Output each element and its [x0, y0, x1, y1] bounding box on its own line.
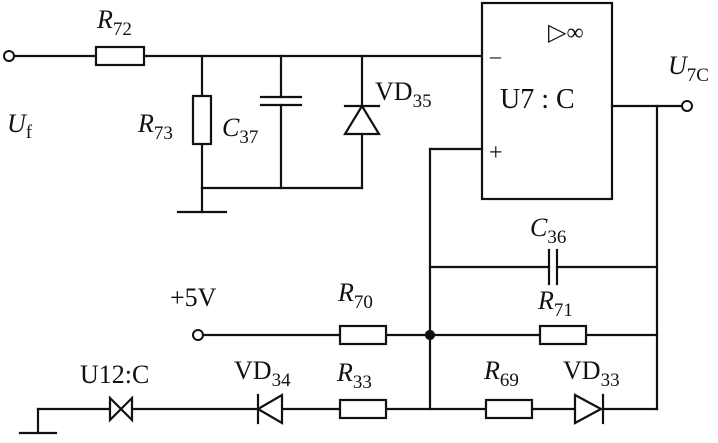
- input-terminal: [3, 50, 15, 62]
- output-wire: [610, 104, 684, 411]
- capacitor-c37: [259, 54, 303, 190]
- label-r72: R72: [96, 5, 132, 40]
- switch-u12: [108, 395, 134, 423]
- label-u7c: U7C: [668, 51, 709, 86]
- ground-symbol: [176, 186, 364, 214]
- label-vd34: VD34: [234, 356, 291, 391]
- opamp-symbol: ▷∞: [548, 20, 584, 46]
- resistor-r73: [191, 94, 213, 146]
- label-r70: R70: [337, 278, 373, 313]
- inverting-input-sign: –: [489, 43, 502, 68]
- noninverting-input-sign: +: [489, 140, 503, 166]
- label-vd33: VD33: [563, 356, 620, 391]
- label-r71: R71: [537, 286, 573, 321]
- resistor-r71: [538, 324, 588, 346]
- output-terminal: [681, 100, 693, 112]
- resistor-r69: [484, 398, 534, 420]
- ground-symbol-bottom: [18, 407, 58, 435]
- label-u12: U12:C: [80, 360, 149, 389]
- label-r69: R69: [483, 356, 519, 391]
- capacitor-c36: [428, 248, 659, 286]
- diode-vd34: [255, 393, 284, 425]
- opamp-label: U7 : C: [500, 84, 575, 115]
- noninverting-wire: [428, 147, 484, 411]
- supply-terminal: [192, 329, 204, 341]
- diode-vd33: [573, 393, 605, 425]
- label-uf: Uf: [7, 109, 33, 143]
- resistor-r33: [338, 398, 388, 420]
- resistor-r72: [94, 45, 146, 67]
- resistor-r70: [338, 324, 388, 346]
- label-c37: C37: [222, 113, 258, 148]
- label-r73: R73: [137, 109, 173, 144]
- label-r33: R33: [336, 358, 372, 393]
- diode-vd35: [343, 54, 381, 190]
- label-supply: +5V: [170, 283, 217, 312]
- junction-dot: [424, 329, 436, 341]
- label-c36: C36: [530, 213, 566, 248]
- opamp-u7: [480, 1, 614, 201]
- label-vd35: VD35: [375, 77, 432, 112]
